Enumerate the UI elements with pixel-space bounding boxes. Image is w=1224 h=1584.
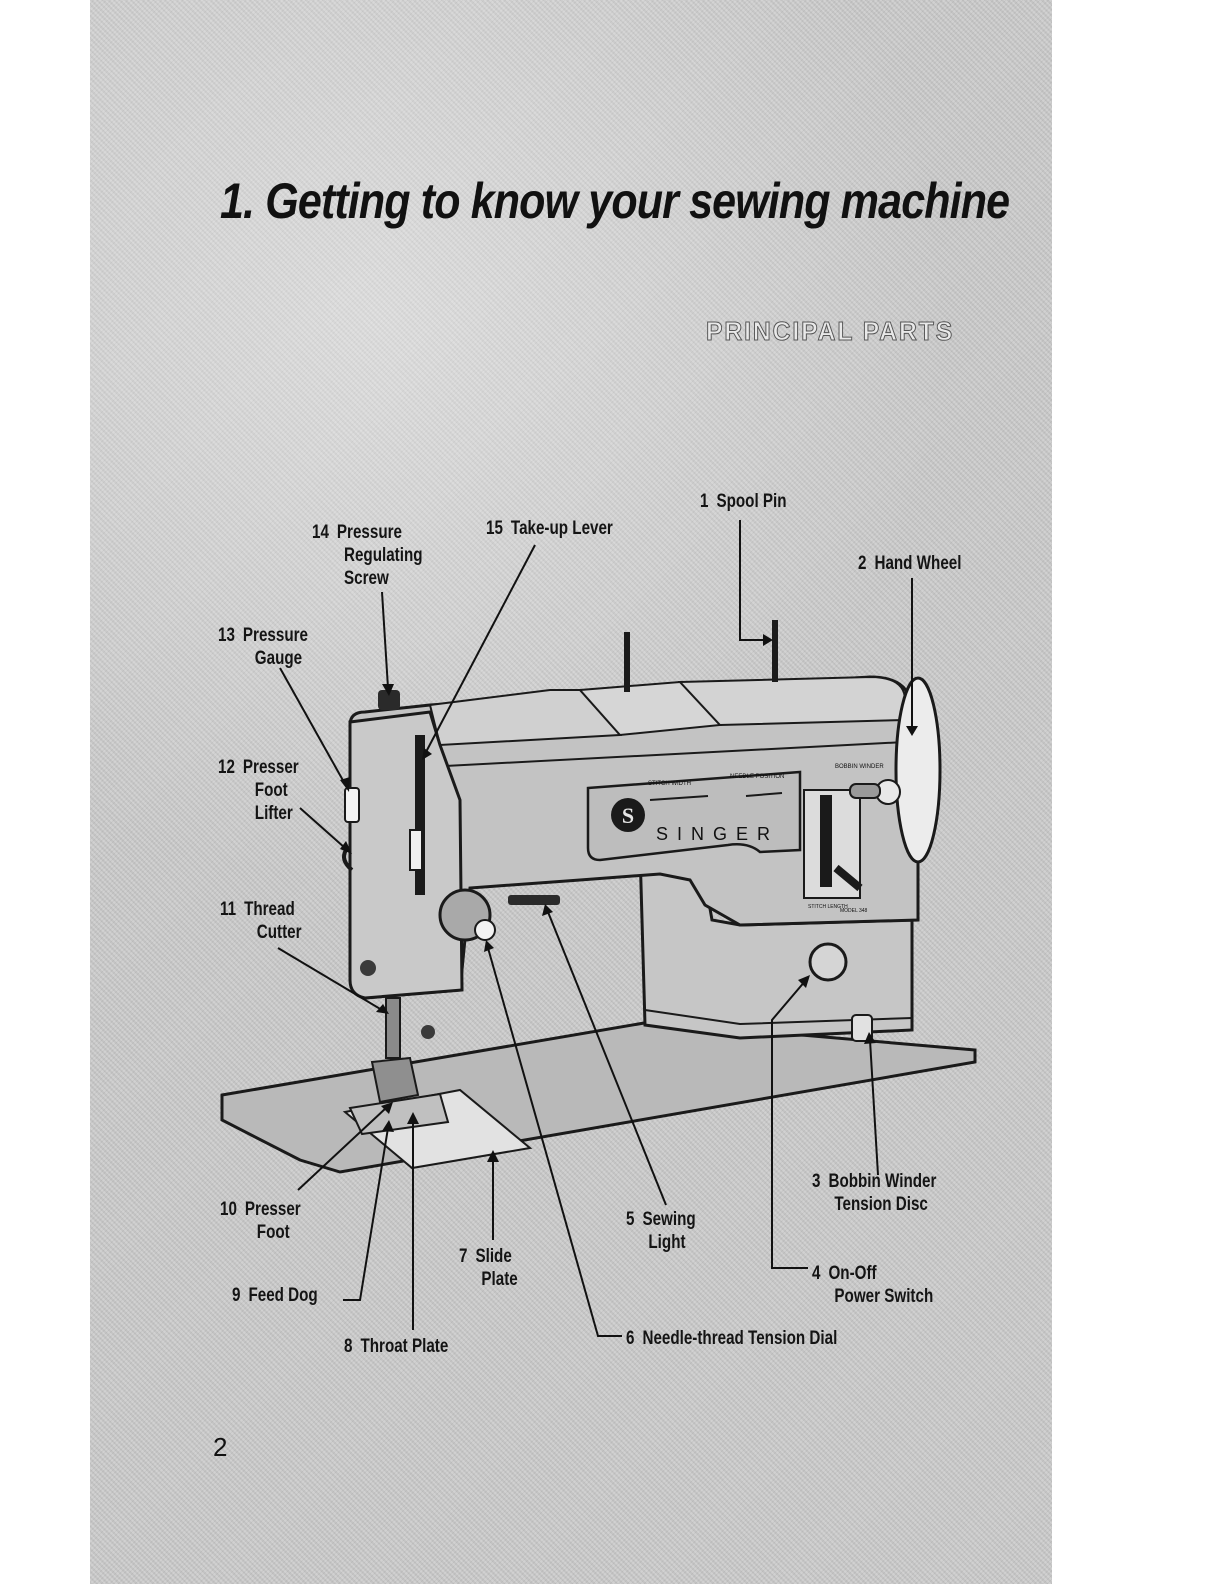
hand-wheel — [894, 676, 942, 864]
singer-logo — [611, 798, 645, 832]
page-title: 1. Getting to know your sewing machine — [220, 173, 1010, 229]
presser-foot — [370, 1056, 420, 1104]
stitch-width-label: STITCH WIDTH — [648, 781, 691, 787]
pressure-gauge — [344, 787, 360, 823]
logo-letter: S — [622, 803, 634, 828]
take-up-lever — [415, 735, 425, 895]
leader-lines — [277, 520, 913, 1337]
brand-name: SINGER — [656, 824, 779, 844]
section-subtitle: PRINCIPAL PARTS — [706, 316, 955, 347]
presser-foot-lifter — [342, 848, 354, 872]
page-number: 2 — [213, 1432, 228, 1462]
pressure-regulating-screw — [378, 690, 400, 710]
base-plate — [220, 1020, 977, 1174]
sewing-light — [508, 895, 560, 905]
control-panel — [586, 770, 802, 862]
throat-plate — [348, 1092, 450, 1136]
stitch-length-label: STITCH LENGTH — [808, 904, 848, 910]
bobbin-winder-label: BOBBIN WINDER — [835, 764, 884, 770]
stitch-dial-knob — [808, 942, 848, 982]
needle-bar — [385, 997, 401, 1059]
leader-arrowheads — [340, 634, 918, 1162]
model-label: MODEL 348 — [840, 908, 868, 914]
power-switch — [851, 1014, 873, 1042]
needle-position-label: NEEDLE POSITION — [730, 774, 784, 780]
